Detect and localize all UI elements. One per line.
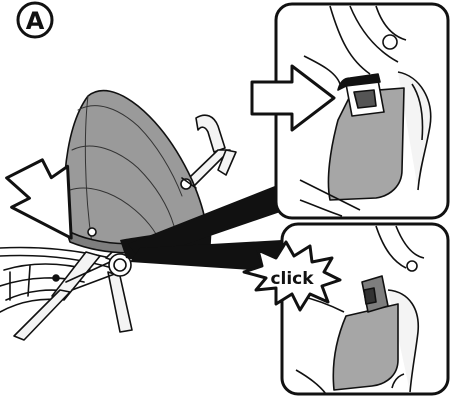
click-callout: click <box>242 240 342 312</box>
canopy-pivot <box>87 227 97 237</box>
zoom-projections <box>128 180 292 272</box>
latch-panel-top <box>327 87 405 201</box>
frame-joint <box>108 253 132 277</box>
zoom-beam-bottom <box>130 240 282 272</box>
zoom-beam-top <box>128 180 292 260</box>
canopy <box>63 89 207 254</box>
outline-arrow-icon <box>250 64 336 132</box>
click-label: click <box>270 269 314 289</box>
step-label: A <box>26 7 45 35</box>
outline-arrow-icon <box>5 158 73 240</box>
seat-frame-lines <box>0 246 119 313</box>
step-badge-circle <box>16 1 54 39</box>
starburst-click-icon <box>242 240 342 312</box>
detail-panel-top <box>250 2 450 220</box>
pointer-arrow-left <box>5 158 73 240</box>
latch-panel-bottom <box>332 303 399 391</box>
step-badge: A <box>16 1 54 39</box>
lower-frame <box>13 251 133 341</box>
